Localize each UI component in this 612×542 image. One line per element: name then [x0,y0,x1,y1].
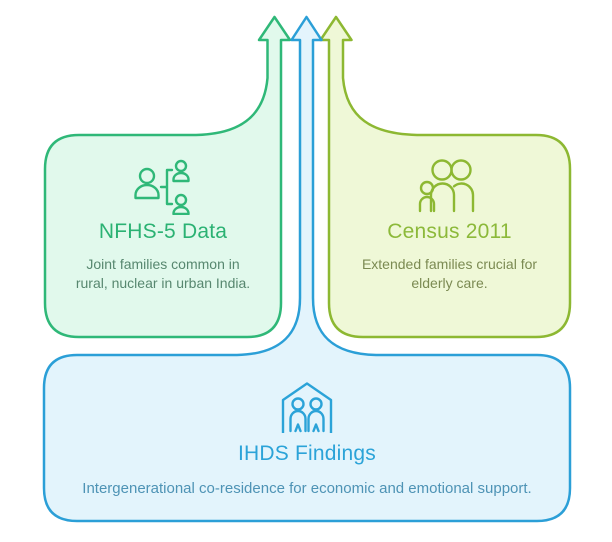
ihds-card-shape [42,15,572,523]
census-card-shape [319,15,572,339]
nfhs-card-title: NFHS-5 Data [98,220,228,243]
group-people-icon [418,159,475,213]
family-home-icon [281,382,333,433]
ihds-card-title: IHDS Findings [238,442,376,465]
census-card-body: Extended families crucial for elderly ca… [361,256,538,291]
census-card-title: Census 2011 [387,220,512,243]
family-tree-icon [134,159,190,215]
ihds-card-body: Intergenerational co-residence for econo… [82,480,532,497]
nfhs-card-body: Joint families common in rural, nuclear … [75,256,251,291]
